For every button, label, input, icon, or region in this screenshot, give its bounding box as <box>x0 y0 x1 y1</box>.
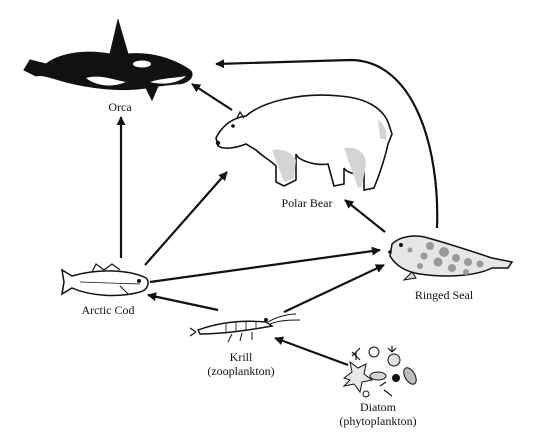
arrows <box>116 58 439 367</box>
arrow-seal-to-orca <box>215 58 439 229</box>
arrow-krill-to-seal <box>283 264 385 313</box>
ringed-seal-label: Ringed Seal <box>414 288 474 302</box>
krill-label: Krill <box>229 350 253 364</box>
ringed-seal-icon <box>388 235 514 281</box>
orca-icon <box>23 18 193 102</box>
arrow-cod-to-seal <box>149 246 381 284</box>
orca-label: Orca <box>108 100 132 114</box>
diatom-sublabel: (phytoplankton) <box>339 414 417 428</box>
diatom-label: Diatom <box>360 400 396 414</box>
arrow-cod-to-bear <box>144 171 228 266</box>
arctic-cod-label: Arctic Cod <box>81 303 135 317</box>
diatom-icon <box>342 346 417 398</box>
arctic-cod-icon <box>60 263 149 297</box>
arrow-seal-to-bear <box>344 199 386 233</box>
krill-icon <box>189 313 301 343</box>
arrow-bear-to-orca <box>191 83 233 111</box>
krill-sublabel: (zooplankton) <box>207 364 275 378</box>
arrow-krill-to-cod <box>147 292 219 312</box>
polar-bear-label: Polar Bear <box>281 196 333 210</box>
polar-bear-icon <box>215 94 393 191</box>
arrow-diatom-to-krill <box>274 336 349 367</box>
